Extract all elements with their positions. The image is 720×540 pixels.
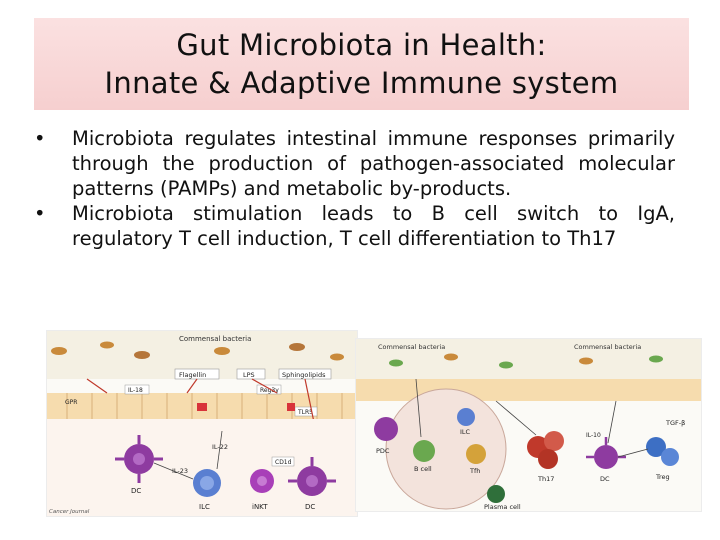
treg-cells — [646, 437, 679, 466]
label-ilc-right: ILC — [460, 428, 471, 436]
bullet-marker: • — [34, 202, 46, 225]
label-flagellin: Flagellin — [179, 371, 206, 379]
slide-title-line-2: Innate & Adaptive Immune system — [104, 66, 619, 100]
microbiota-immune-diagram-left: Commensal bacteria Flagellin LPS Sphingo… — [46, 330, 358, 517]
label-tfh: Tfh — [469, 467, 480, 475]
figure-credit: Cancer Journal — [49, 509, 90, 515]
dendritic-cell-right — [586, 437, 626, 469]
ilc-cell — [193, 469, 221, 497]
label-plasma-cell: Plasma cell — [484, 503, 521, 511]
label-sphingolipids: Sphingolipids — [282, 371, 326, 379]
bullet-text-1: Microbiota regulates intestinal immune r… — [72, 127, 675, 200]
label-th17: Th17 — [537, 475, 554, 483]
bullet-item-1: • Microbiota regulates intestinal immune… — [30, 126, 675, 201]
label-pdc: PDC — [376, 447, 390, 455]
bullet-item-2: • Microbiota stimulation leads to B cell… — [30, 201, 675, 251]
bullet-text-2: Microbiota stimulation leads to B cell s… — [72, 202, 675, 250]
label-tgfb: TGF-β — [665, 419, 685, 427]
dendritic-cell-1 — [115, 435, 163, 483]
label-il10: IL-10 — [586, 432, 601, 439]
label-dc-right: DC — [600, 475, 610, 483]
label-ilc: ILC — [199, 503, 210, 511]
dendritic-cell-2 — [288, 457, 336, 496]
label-lps: LPS — [243, 371, 255, 379]
bullet-list: • Microbiota regulates intestinal immune… — [30, 126, 675, 251]
bullet-marker: • — [34, 127, 46, 150]
label-cd1d: CD1d — [275, 459, 292, 466]
label-il23: IL-23 — [172, 467, 188, 475]
label-il18: IL-18 — [128, 387, 143, 394]
label-treg: Treg — [655, 473, 670, 481]
slide-title-line-1: Gut Microbiota in Health: — [176, 28, 547, 62]
right-diagram-svg: Commensal bacteria Commensal bacteria PD… — [356, 339, 701, 511]
inkt-cell — [250, 469, 274, 493]
microbiota-immune-diagram-right: Commensal bacteria Commensal bacteria PD… — [355, 338, 702, 512]
label-inkt: iNKT — [252, 503, 268, 511]
label-commensal-1: Commensal bacteria — [378, 343, 445, 351]
label-tlr5: TLR5 — [297, 409, 313, 416]
th17-cells — [527, 431, 564, 469]
title-box: Gut Microbiota in Health: Innate & Adapt… — [34, 18, 689, 110]
peyers-patch — [385, 388, 507, 510]
label-dc-1: DC — [131, 487, 141, 495]
label-commensal-bacteria: Commensal bacteria — [179, 335, 251, 343]
label-bcell: B cell — [414, 465, 432, 473]
label-reg3: Reg3γ — [260, 387, 279, 394]
label-dc-2: DC — [305, 503, 315, 511]
left-diagram-svg: Commensal bacteria Flagellin LPS Sphingo… — [47, 331, 357, 516]
label-gpr: GPR — [65, 399, 77, 406]
label-commensal-2: Commensal bacteria — [574, 343, 641, 351]
